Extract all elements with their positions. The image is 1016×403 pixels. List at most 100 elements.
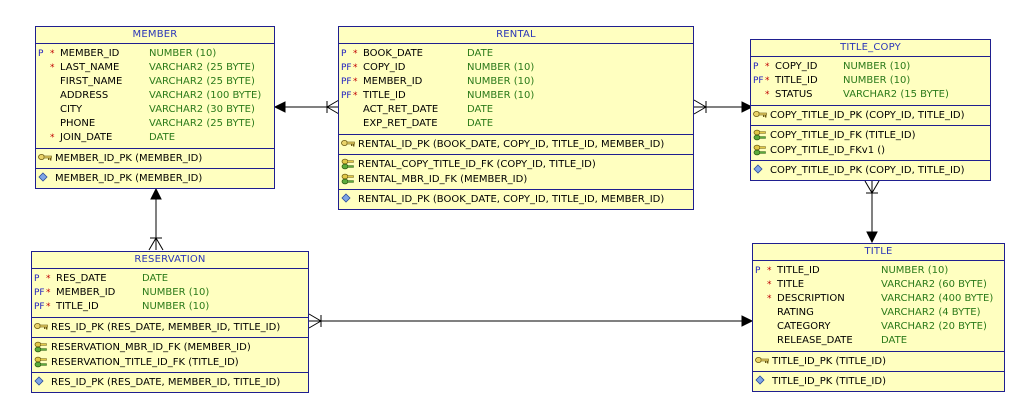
foreign-key-icon (34, 356, 48, 368)
column-type: VARCHAR2 (25 BYTE) (149, 76, 255, 87)
index-section: TITLE_ID_PK (TITLE_ID) (753, 372, 1004, 391)
foreign-key-section: COPY_TITLE_ID_FK (TITLE_ID) COPY_TITLE_ID… (751, 126, 990, 161)
fk-row[interactable]: RESERVATION_MBR_ID_FK (MEMBER_ID) (32, 340, 308, 355)
column-name: ACT_RET_DATE (363, 104, 439, 115)
fk-label: RENTAL_MBR_ID_FK (MEMBER_ID) (358, 174, 528, 185)
fk-label: RENTAL_COPY_TITLE_ID_FK (COPY_ID, TITLE_… (358, 159, 596, 170)
foreign-key-icon (341, 173, 355, 185)
column-name: DESCRIPTION (777, 293, 845, 304)
index-row[interactable]: TITLE_ID_PK (TITLE_ID) (753, 374, 1004, 389)
column-type: VARCHAR2 (60 BYTE) (881, 279, 987, 290)
pk-row[interactable]: MEMBER_ID_PK (MEMBER_ID) (36, 151, 274, 166)
column-name: TITLE_ID (775, 75, 818, 86)
mandatory-marker: * (353, 91, 358, 101)
index-row[interactable]: RENTAL_ID_PK (BOOK_DATE, COPY_ID, TITLE_… (339, 192, 693, 207)
pk-row[interactable]: RES_ID_PK (RES_DATE, MEMBER_ID, TITLE_ID… (32, 320, 308, 335)
relation-rental-member[interactable] (273, 99, 340, 115)
key-flag: P (755, 266, 761, 276)
column-type: DATE (467, 48, 494, 59)
column-name: RES_DATE (56, 273, 107, 284)
fk-row[interactable]: COPY_TITLE_ID_FK (TITLE_ID) (751, 128, 990, 143)
pk-row[interactable]: RENTAL_ID_PK (BOOK_DATE, COPY_ID, TITLE_… (339, 137, 693, 152)
entity-title: TITLE (753, 244, 1004, 261)
column-type: NUMBER (10) (843, 75, 911, 86)
column-name: JOIN_DATE (60, 132, 113, 143)
pk-row[interactable]: TITLE_ID_PK (TITLE_ID) (753, 354, 1004, 369)
mandatory-marker: * (765, 62, 770, 72)
fk-row[interactable]: RESERVATION_TITLE_ID_FK (TITLE_ID) (32, 355, 308, 370)
fk-row[interactable]: RENTAL_MBR_ID_FK (MEMBER_ID) (339, 172, 693, 187)
relation-reservation-title[interactable] (308, 313, 754, 329)
index-row[interactable]: MEMBER_ID_PK (MEMBER_ID) (36, 171, 274, 186)
relation-reservation-member[interactable] (148, 187, 164, 251)
index-row[interactable]: RES_ID_PK (RES_DATE, MEMBER_ID, TITLE_ID… (32, 375, 308, 390)
column-type: NUMBER (10) (149, 48, 217, 59)
mandatory-marker: * (46, 288, 51, 298)
fk-label: COPY_TITLE_ID_FKv1 () (770, 145, 886, 156)
relation-title-copy-title[interactable] (864, 180, 880, 244)
column-name: TITLE (777, 279, 805, 290)
primary-key-section: MEMBER_ID_PK (MEMBER_ID) (36, 149, 274, 169)
column-type: VARCHAR2 (400 BYTE) (881, 293, 994, 304)
column-type: VARCHAR2 (4 BYTE) (881, 307, 981, 318)
index-section: COPY_TITLE_ID_PK (COPY_ID, TITLE_ID) (751, 161, 990, 180)
column-row[interactable]: FIRST_NAME VARCHAR2 (25 BYTE) (36, 75, 274, 89)
column-name: EXP_RET_DATE (363, 118, 438, 129)
column-name: FIRST_NAME (60, 76, 123, 87)
column-type: NUMBER (10) (881, 265, 949, 276)
key-flag: PF (341, 63, 352, 73)
mandatory-marker: * (353, 77, 358, 87)
key-flag: PF (34, 288, 45, 298)
index-label: COPY_TITLE_ID_PK (COPY_ID, TITLE_ID) (770, 165, 965, 176)
column-name: CITY (60, 104, 83, 115)
index-label: RENTAL_ID_PK (BOOK_DATE, COPY_ID, TITLE_… (358, 194, 665, 205)
fk-label: RESERVATION_MBR_ID_FK (MEMBER_ID) (51, 342, 251, 353)
fk-row[interactable]: RENTAL_COPY_TITLE_ID_FK (COPY_ID, TITLE_… (339, 157, 693, 172)
foreign-key-icon (753, 129, 767, 141)
column-type: VARCHAR2 (100 BYTE) (149, 90, 262, 101)
column-type: VARCHAR2 (25 BYTE) (149, 62, 255, 73)
pk-row[interactable]: COPY_TITLE_ID_PK (COPY_ID, TITLE_ID) (751, 108, 990, 123)
primary-key-section: RENTAL_ID_PK (BOOK_DATE, COPY_ID, TITLE_… (339, 135, 693, 155)
index-section: MEMBER_ID_PK (MEMBER_ID) (36, 169, 274, 188)
fk-row[interactable]: COPY_TITLE_ID_FKv1 () (751, 143, 990, 158)
mandatory-marker: * (765, 76, 770, 86)
foreign-key-section: RESERVATION_MBR_ID_FK (MEMBER_ID) RESERVA… (32, 338, 308, 373)
column-type: VARCHAR2 (25 BYTE) (149, 118, 255, 129)
relation-rental-title-copy[interactable] (693, 99, 754, 115)
index-row[interactable]: COPY_TITLE_ID_PK (COPY_ID, TITLE_ID) (751, 163, 990, 178)
mandatory-marker: * (46, 274, 51, 284)
